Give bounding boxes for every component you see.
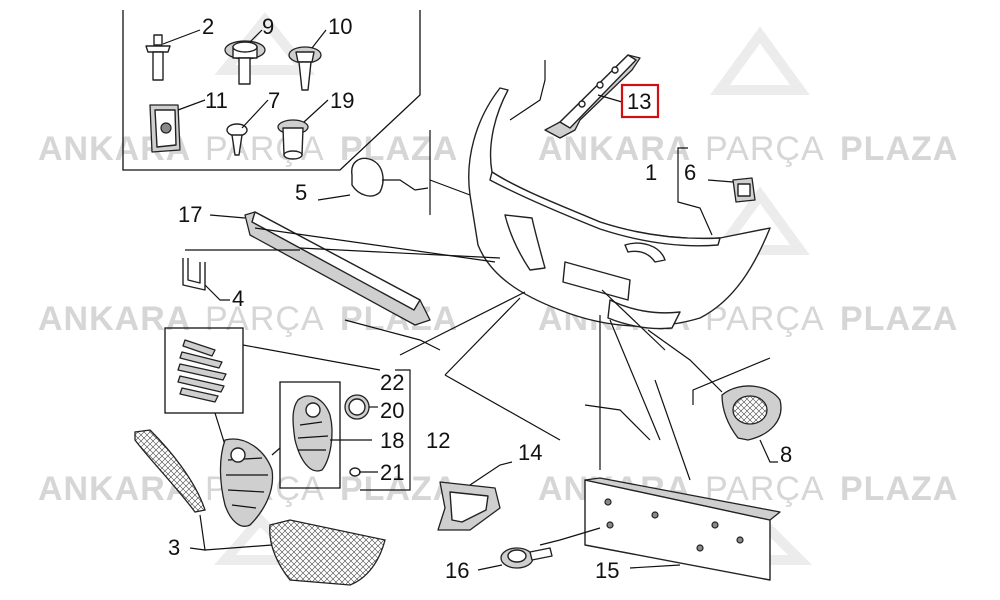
callout-6: 6 xyxy=(684,160,696,185)
callout-5: 5 xyxy=(295,180,307,205)
assembly-leader-lines xyxy=(299,130,691,481)
watermark-word-2: PARÇA xyxy=(705,300,825,338)
callout-2: 2 xyxy=(202,14,214,39)
watermark-word-2: PARÇA xyxy=(205,130,325,168)
callout-11: 11 xyxy=(205,88,228,113)
part-6-clip[interactable] xyxy=(677,147,756,236)
callout-16: 16 xyxy=(445,558,469,583)
callout-3: 3 xyxy=(168,535,180,560)
watermark-logo xyxy=(213,11,813,565)
callout-13: 13 xyxy=(627,89,651,114)
part-13-bumper-bracket[interactable] xyxy=(509,54,641,139)
callout-1: 1 xyxy=(645,160,657,185)
callout-8: 8 xyxy=(780,442,792,467)
part-14-tow-bracket[interactable] xyxy=(437,461,513,531)
group-12-bracket xyxy=(360,369,411,491)
hardware-inset-frame xyxy=(122,10,421,171)
part-1-front-bumper[interactable] xyxy=(429,87,771,330)
part-17-lower-spoiler-strip[interactable] xyxy=(209,211,496,326)
part-18-grille-insert[interactable] xyxy=(292,395,372,472)
watermark: ANKARA PARÇA PLAZA ANKARA PARÇA PLAZA AN… xyxy=(38,11,958,565)
part-9-flange-bolt[interactable] xyxy=(224,29,266,85)
callout-20: 20 xyxy=(380,398,404,423)
callout-18: 18 xyxy=(380,428,404,453)
callout-13-highlight-box xyxy=(620,83,660,119)
callout-15: 15 xyxy=(595,558,619,583)
callout-7: 7 xyxy=(268,88,280,113)
part-16-flange-bolt[interactable] xyxy=(477,539,561,571)
part-main-grille[interactable] xyxy=(219,438,281,527)
grille-group-frame xyxy=(279,381,341,489)
part-7-screw[interactable] xyxy=(226,99,269,156)
part-19-bushing[interactable] xyxy=(277,99,329,160)
part-3-lower-mesh-grilles[interactable] xyxy=(134,429,386,586)
callout-17: 17 xyxy=(178,202,202,227)
watermark-word-3: PLAZA xyxy=(340,470,458,508)
part-5-tow-hook-cover[interactable] xyxy=(317,157,429,201)
watermark-word-3: PLAZA xyxy=(840,130,958,168)
watermark-word-3: PLAZA xyxy=(840,470,958,508)
callout-21: 21 xyxy=(380,460,404,485)
part-11-clip-nut[interactable] xyxy=(149,99,206,153)
callout-labels: 2 9 10 11 7 19 5 17 4 1 6 22 20 18 12 21… xyxy=(168,14,792,583)
part-22-grille-slats[interactable] xyxy=(164,327,381,446)
watermark-row-1: ANKARA PARÇA PLAZA ANKARA PARÇA PLAZA xyxy=(38,130,958,168)
watermark-word-2: PARÇA xyxy=(205,300,325,338)
part-20-emblem-badge[interactable] xyxy=(344,394,378,420)
callout-10: 10 xyxy=(328,14,352,39)
watermark-word-1: ANKARA xyxy=(38,300,191,338)
part-8-fog-light-cover[interactable] xyxy=(647,329,782,463)
part-15-license-plate-holder[interactable] xyxy=(559,477,781,581)
part-2-rivet[interactable] xyxy=(145,29,201,81)
part-10-screw[interactable] xyxy=(288,29,327,91)
callout-22: 22 xyxy=(380,370,404,395)
watermark-word-3: PLAZA xyxy=(840,300,958,338)
callout-4: 4 xyxy=(232,286,244,311)
part-21-screw[interactable] xyxy=(349,467,378,477)
callout-9: 9 xyxy=(262,14,274,39)
callout-12: 12 xyxy=(426,428,450,453)
callout-19: 19 xyxy=(330,88,354,113)
part-4-u-clip[interactable] xyxy=(182,249,300,301)
watermark-word-2: PARÇA xyxy=(705,130,825,168)
callout-14: 14 xyxy=(518,440,542,465)
